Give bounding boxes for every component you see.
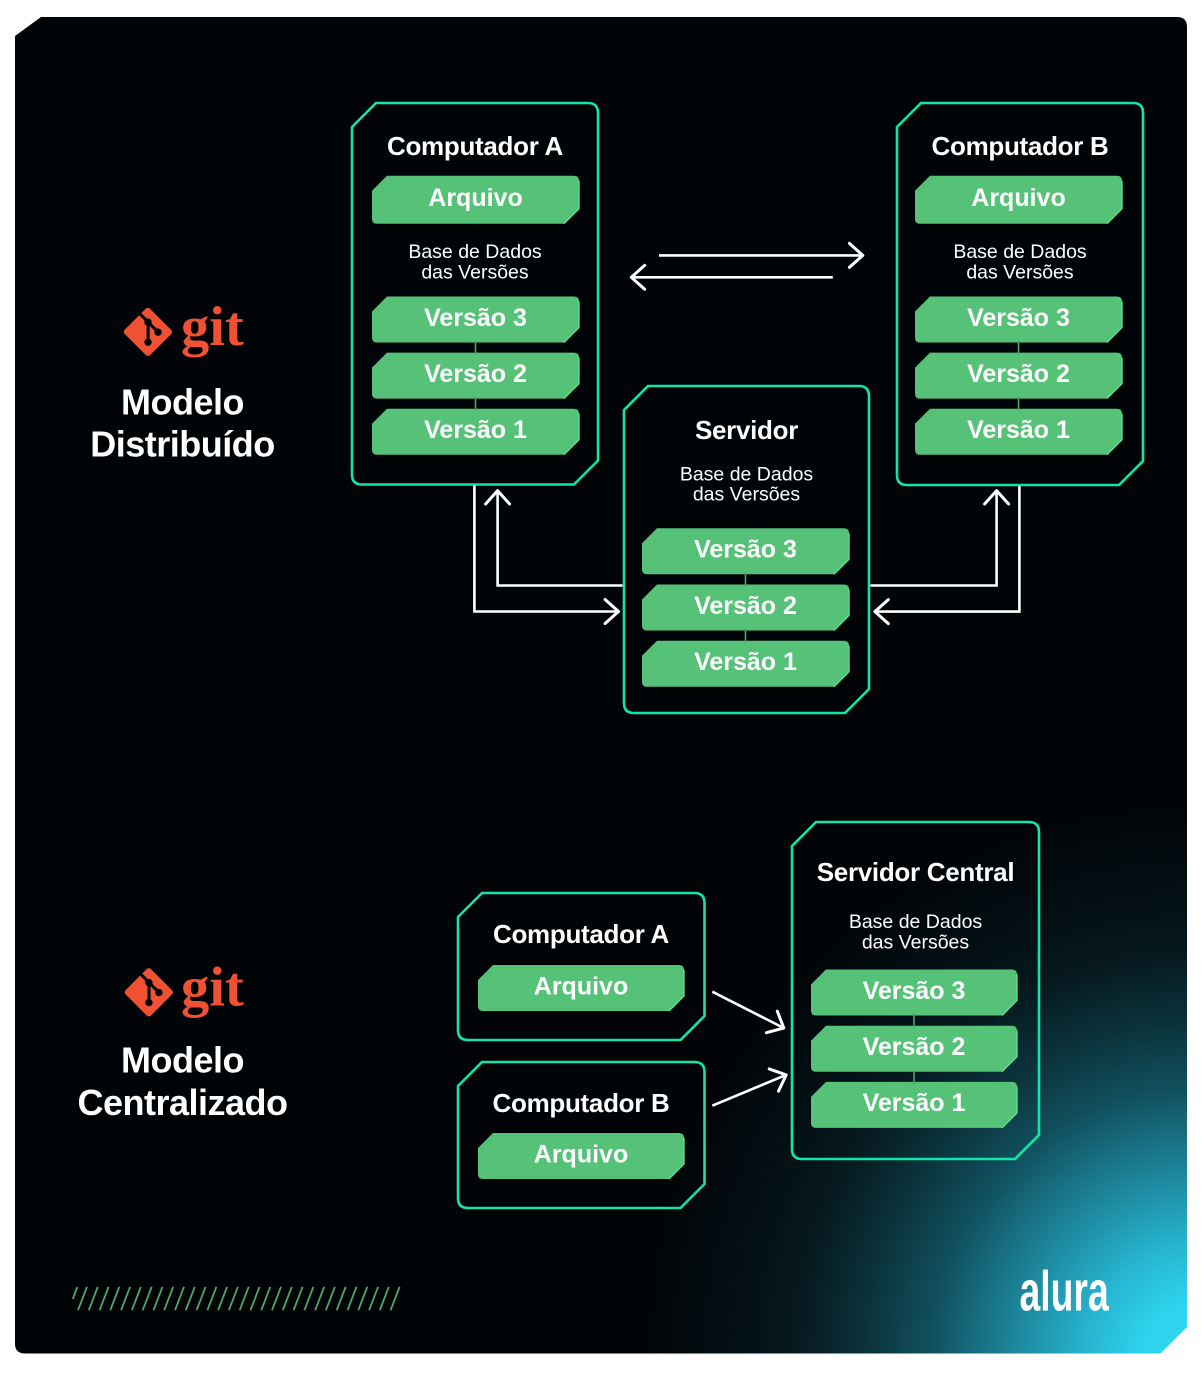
svg-text:das Versões: das Versões [966,261,1074,283]
svg-text:Computador B: Computador B [493,1088,670,1118]
svg-text:Versão 2: Versão 2 [863,1033,966,1061]
svg-text:Versão 1: Versão 1 [424,416,527,444]
svg-text:Versão 1: Versão 1 [694,648,797,676]
svg-text:Versão 1: Versão 1 [967,416,1070,444]
svg-text:Versão 3: Versão 3 [863,977,966,1005]
svg-text:das Versões: das Versões [421,261,529,283]
svg-text:Arquivo: Arquivo [534,1140,628,1168]
svg-text:Computador B: Computador B [932,131,1109,161]
svg-text:alura: alura [1020,1260,1110,1324]
svg-text:Base de Dados: Base de Dados [953,241,1087,263]
svg-text:Arquivo: Arquivo [534,972,628,1000]
svg-text:Base de Dados: Base de Dados [680,464,814,486]
svg-text:Modelo: Modelo [121,382,244,423]
svg-text:Versão 1: Versão 1 [863,1089,966,1117]
svg-text:git: git [181,296,244,358]
svg-text:Versão 2: Versão 2 [694,592,797,620]
svg-text:git: git [181,957,244,1019]
svg-text:Base de Dados: Base de Dados [849,911,983,933]
svg-text:Computador A: Computador A [387,131,563,161]
svg-text:Versão 3: Versão 3 [424,304,527,332]
svg-text:Computador A: Computador A [493,919,669,949]
svg-text:Centralizado: Centralizado [77,1082,287,1123]
svg-text:Versão 3: Versão 3 [694,536,797,564]
svg-text:Base de Dados: Base de Dados [408,241,542,263]
svg-text:Modelo: Modelo [121,1040,244,1081]
svg-text:Servidor Central: Servidor Central [817,857,1015,887]
svg-text:Servidor: Servidor [695,415,798,445]
svg-text:das Versões: das Versões [862,932,970,954]
svg-text:Versão 3: Versão 3 [967,304,1070,332]
svg-text:Versão 2: Versão 2 [967,360,1070,388]
svg-text:Arquivo: Arquivo [428,184,522,212]
svg-text:das Versões: das Versões [693,484,801,506]
svg-text:Distribuído: Distribuído [90,424,274,465]
svg-text:Versão 2: Versão 2 [424,360,527,388]
svg-text:Arquivo: Arquivo [971,184,1065,212]
